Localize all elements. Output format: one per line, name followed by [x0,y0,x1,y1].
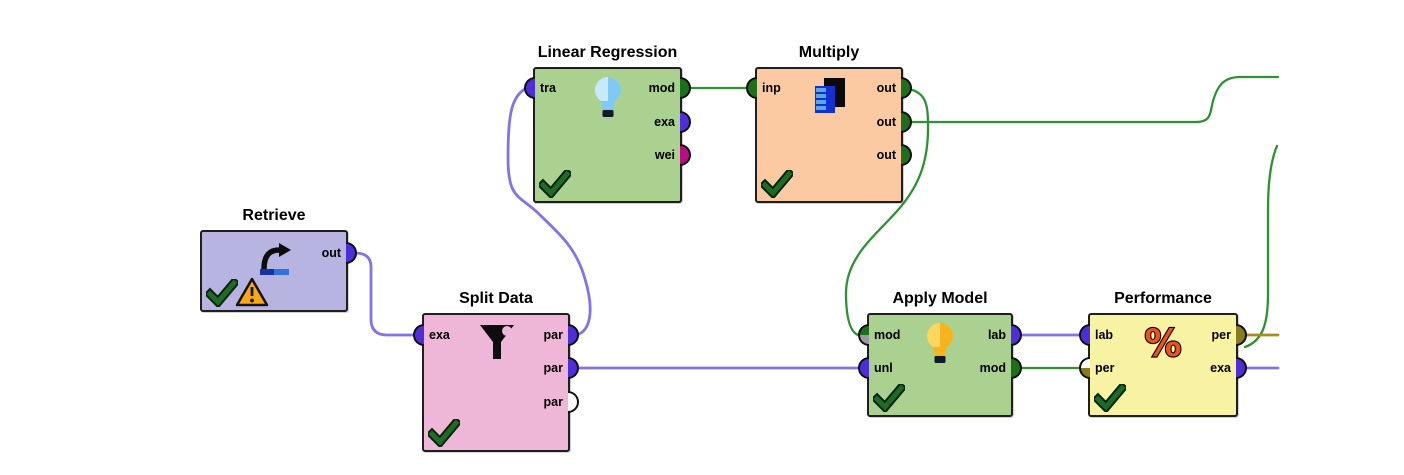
port-label: exa [1210,361,1231,375]
port-label: wei [654,148,675,162]
port-label: exa [654,115,675,129]
operator-title: Multiply [798,44,860,61]
port-label: per [1095,361,1115,375]
bulb-yellow-icon [916,319,964,367]
connection-off-canvas-right-to-performance-right-edge[interactable] [1243,144,1279,349]
port-exa-in[interactable] [413,324,424,346]
percent-icon: % [1139,319,1187,367]
port-label: out [876,148,896,162]
port-tra-in[interactable] [524,77,535,99]
port-label: mod [648,81,675,95]
port-label: per [1211,328,1231,342]
operator-title: Linear Regression [537,44,678,61]
funnel-icon [472,319,520,367]
connection-multiply-out2-to-off-canvas-right[interactable] [907,75,1280,124]
operator-title: Apply Model [892,290,988,307]
port-label: lab [987,328,1006,342]
operator-title: Split Data [459,290,533,307]
port-label: par [543,328,563,342]
port-lab-in[interactable] [1079,324,1090,346]
port-label: out [876,81,896,95]
port-label: mod [979,361,1006,375]
success-check-icon [536,167,574,203]
port-label: out [876,115,896,129]
success-check-icon [758,167,796,203]
success-check-icon [870,381,908,417]
retrieve-arrow-icon [250,236,298,284]
port-label: mod [874,328,901,342]
operator-title: Retrieve [242,207,306,224]
operator-split-data[interactable] [422,313,570,452]
port-label: unl [874,361,893,375]
port-label: par [543,395,563,409]
port-mod-in[interactable] [858,324,869,346]
port-unl-in[interactable] [858,357,869,379]
svg-text:%: % [1144,322,1181,365]
port-label: exa [429,328,450,342]
success-check-icon [203,276,241,312]
port-label: tra [540,81,556,95]
port-label: inp [762,81,781,95]
warning-icon [235,277,269,312]
success-check-icon [425,416,463,452]
connection-multiply-out1-to-apply-model-mod[interactable] [844,87,930,337]
port-inp-in[interactable] [746,77,757,99]
port-per-in[interactable] [1079,357,1090,379]
port-label: par [543,361,563,375]
bulb-blue-icon [584,73,632,121]
connection-split-data-par1-to-linear-regression-tra[interactable] [506,87,592,337]
connection-retrieve-out-to-split-data-exa[interactable] [353,251,416,337]
operator-title: Performance [1114,290,1212,307]
copy-stack-icon [805,73,853,121]
port-label: lab [1095,328,1114,342]
success-check-icon [1091,381,1129,417]
port-label: out [321,246,341,260]
